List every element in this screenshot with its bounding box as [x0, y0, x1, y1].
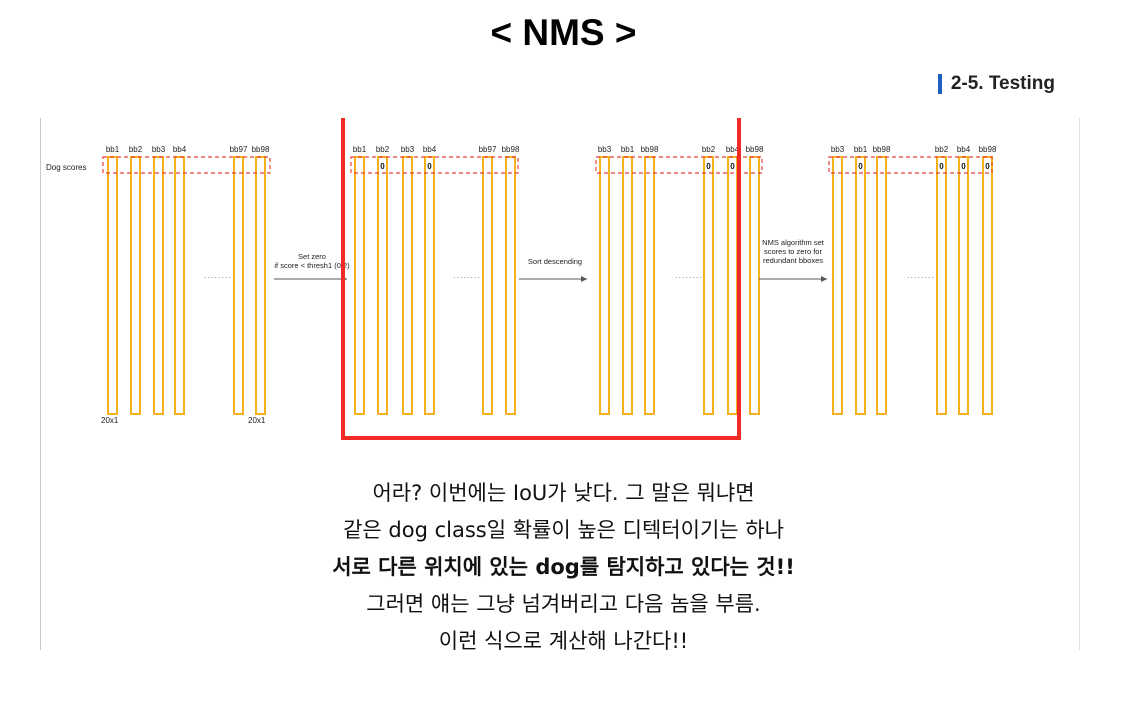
bbox-label: bb3 [401, 145, 415, 154]
bbox-score-column [703, 156, 714, 415]
caption-line-2: 같은 dog class일 확률이 높은 디텍터이기는 하나 [343, 518, 784, 542]
dog-score-row-dashed-box [350, 156, 519, 174]
bbox-score-column [130, 156, 141, 415]
bbox-score-column [982, 156, 993, 415]
section-tag-bar [937, 74, 942, 94]
zero-score-marker: 0 [961, 162, 966, 171]
bbox-label: bb1 [854, 145, 868, 154]
ellipsis-dots: ........ [453, 270, 481, 280]
step-label-line: if score < thresh1 (0.2) [274, 261, 350, 270]
bbox-label: bb2 [935, 145, 949, 154]
bbox-label: bb98 [252, 145, 270, 154]
zero-score-marker: 0 [427, 162, 432, 171]
bbox-label: bb1 [621, 145, 635, 154]
bbox-label: bb2 [702, 145, 716, 154]
step-arrow-head [581, 276, 587, 282]
ellipsis-dots: ........ [907, 270, 935, 280]
caption-line-1: 어라? 이번에는 IoU가 낮다. 그 말은 뭐냐면 [372, 481, 755, 505]
caption-line-4: 그러면 얘는 그냥 넘겨버리고 다음 놈을 부름. [366, 592, 761, 616]
step-label-line: Sort descending [528, 257, 582, 266]
bbox-label: bb2 [376, 145, 390, 154]
bbox-score-column [832, 156, 843, 415]
zero-score-marker: 0 [380, 162, 385, 171]
step-arrow-head [821, 276, 827, 282]
ellipsis-dots: ........ [204, 270, 232, 280]
bbox-label: bb97 [479, 145, 497, 154]
bbox-label: bb98 [979, 145, 997, 154]
bbox-label: bb4 [726, 145, 740, 154]
bbox-score-column [377, 156, 388, 415]
step-label-line: scores to zero for [764, 247, 822, 256]
dim-label-left: 20x1 [101, 416, 119, 425]
bbox-label: bb98 [502, 145, 520, 154]
dog-score-row-dashed-box [102, 156, 271, 174]
bbox-label: bb1 [353, 145, 367, 154]
bbox-label: bb4 [423, 145, 437, 154]
bbox-score-column [255, 156, 266, 415]
page-title: < NMS > [490, 12, 637, 53]
bbox-label: bb98 [641, 145, 659, 154]
nms-diagram: Dog scores bb1 bb2 bb3 bb4 bb97 bb98........ bb… [40, 118, 1080, 650]
bbox-score-column [174, 156, 185, 415]
zero-score-marker: 0 [706, 162, 711, 171]
step-label-line: redundant bboxes [763, 256, 823, 265]
row-label-dog-scores: Dog scores [46, 163, 86, 172]
ellipsis-dots: ........ [675, 270, 703, 280]
bbox-label: bb4 [173, 145, 187, 154]
caption: 어라? 이번에는 IoU가 낮다. 그 말은 뭐냐면 같은 dog class일… [0, 475, 1127, 660]
bbox-score-column [958, 156, 969, 415]
bbox-score-column [599, 156, 610, 415]
section-tag-label: 2-5. Testing [950, 73, 1055, 94]
step-label-line: NMS algorithm set [762, 238, 825, 247]
caption-line-5: 이런 식으로 계산해 나간다!! [438, 629, 689, 653]
bbox-score-column [354, 156, 365, 415]
zero-score-marker: 0 [858, 162, 863, 171]
bbox-score-column [727, 156, 738, 415]
bbox-score-column [482, 156, 493, 415]
zero-score-marker: 0 [730, 162, 735, 171]
bbox-label: bb3 [598, 145, 612, 154]
bbox-score-column [855, 156, 866, 415]
dog-score-row-dashed-box [828, 156, 993, 174]
highlight-box [341, 118, 741, 440]
bbox-score-column [505, 156, 516, 415]
bbox-label: bb4 [957, 145, 971, 154]
bbox-score-column [402, 156, 413, 415]
bbox-label: bb2 [129, 145, 143, 154]
bbox-score-column [644, 156, 655, 415]
bbox-score-column [424, 156, 435, 415]
bbox-label: bb3 [831, 145, 845, 154]
bbox-score-column [936, 156, 947, 415]
zero-score-marker: 0 [985, 162, 990, 171]
zero-score-marker: 0 [939, 162, 944, 171]
bbox-label: bb98 [746, 145, 764, 154]
bbox-score-column [749, 156, 760, 415]
bbox-score-column [876, 156, 887, 415]
nms-diagram-svg: Dog scores bb1 bb2 bb3 bb4 bb97 bb98........ bb… [46, 118, 997, 440]
dim-label-right: 20x1 [248, 416, 266, 425]
bbox-score-column [107, 156, 118, 415]
section-tag: 2-5. Testing [937, 73, 1055, 95]
caption-line-3-bold: 서로 다른 위치에 있는 dog를 탐지하고 있다는 것!! [332, 555, 795, 579]
bbox-label: bb1 [106, 145, 120, 154]
bbox-label: bb97 [230, 145, 248, 154]
bbox-score-column [233, 156, 244, 415]
step-label-line: Set zero [298, 252, 326, 261]
bbox-score-column [622, 156, 633, 415]
bbox-label: bb98 [873, 145, 891, 154]
bbox-label: bb3 [152, 145, 166, 154]
bbox-score-column [153, 156, 164, 415]
